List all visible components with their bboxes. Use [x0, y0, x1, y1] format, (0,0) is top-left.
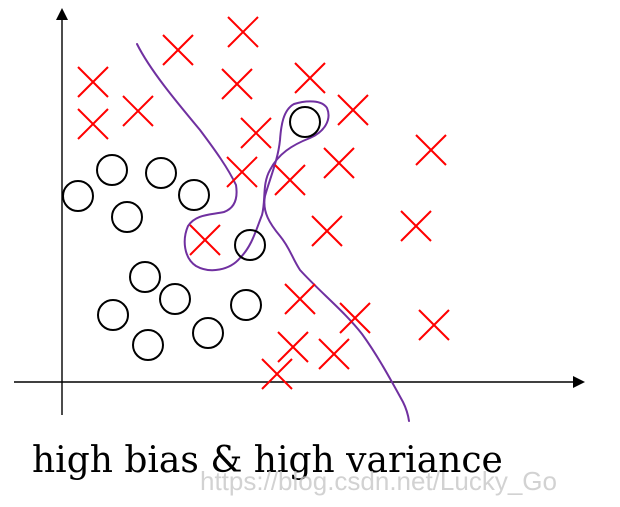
x-marker: [318, 338, 350, 370]
watermark: https://blog.csdn.net/Lucky_Go: [200, 466, 557, 496]
x-marker: [294, 62, 326, 94]
o-marker: [96, 154, 128, 186]
x-marker: [337, 94, 369, 126]
o-marker: [192, 317, 224, 349]
x-marker: [227, 16, 259, 48]
o-marker: [230, 289, 262, 321]
decision-boundary: [136, 43, 410, 422]
o-class-markers: [62, 106, 321, 361]
x-marker: [339, 302, 371, 334]
x-marker: [77, 108, 109, 140]
x-marker: [311, 215, 343, 247]
x-marker: [418, 309, 450, 341]
o-marker: [178, 179, 210, 211]
x-marker: [261, 358, 293, 390]
x-marker: [277, 331, 309, 363]
x-marker: [122, 95, 154, 127]
x-marker: [189, 224, 221, 256]
o-marker: [129, 261, 161, 293]
o-marker: [234, 229, 266, 261]
x-marker: [240, 117, 272, 149]
x-marker: [415, 134, 447, 166]
o-marker: [132, 329, 164, 361]
scatter-diagram: [14, 8, 585, 422]
x-marker: [221, 68, 253, 100]
x-marker: [323, 147, 355, 179]
x-class-markers: [77, 16, 450, 390]
x-marker: [274, 164, 306, 196]
x-marker: [284, 283, 316, 315]
diagram-caption: high bias & high variance: [32, 440, 503, 481]
o-marker: [145, 157, 177, 189]
o-marker: [111, 201, 143, 233]
o-marker: [289, 106, 321, 138]
x-marker: [77, 66, 109, 98]
o-marker: [159, 283, 191, 315]
x-marker: [226, 156, 258, 188]
x-marker: [400, 210, 432, 242]
o-marker: [62, 180, 94, 212]
x-marker: [162, 34, 194, 66]
o-marker: [97, 299, 129, 331]
